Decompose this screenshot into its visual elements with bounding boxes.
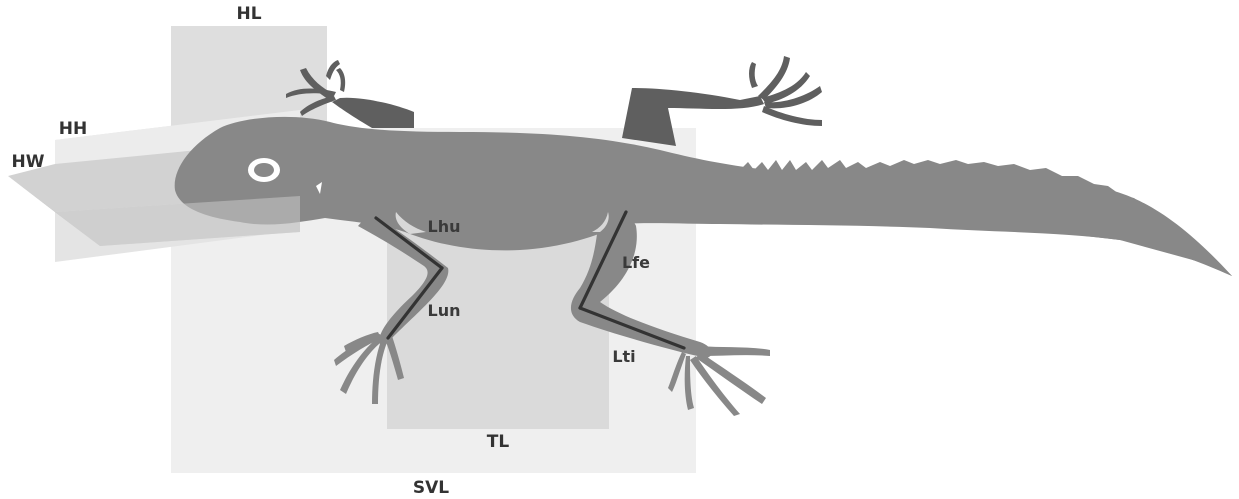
eye-icon [248,158,280,182]
label-tl: TL [487,432,510,452]
label-lfe: Lfe [622,253,650,272]
label-svl: SVL [413,478,449,498]
label-lun: Lun [428,301,461,320]
label-lhu: Lhu [428,217,461,236]
label-hl: HL [236,4,261,24]
label-lti: Lti [612,347,635,366]
label-hh: HH [59,119,87,139]
label-hw: HW [12,152,45,172]
far-hindlimb [622,56,822,146]
